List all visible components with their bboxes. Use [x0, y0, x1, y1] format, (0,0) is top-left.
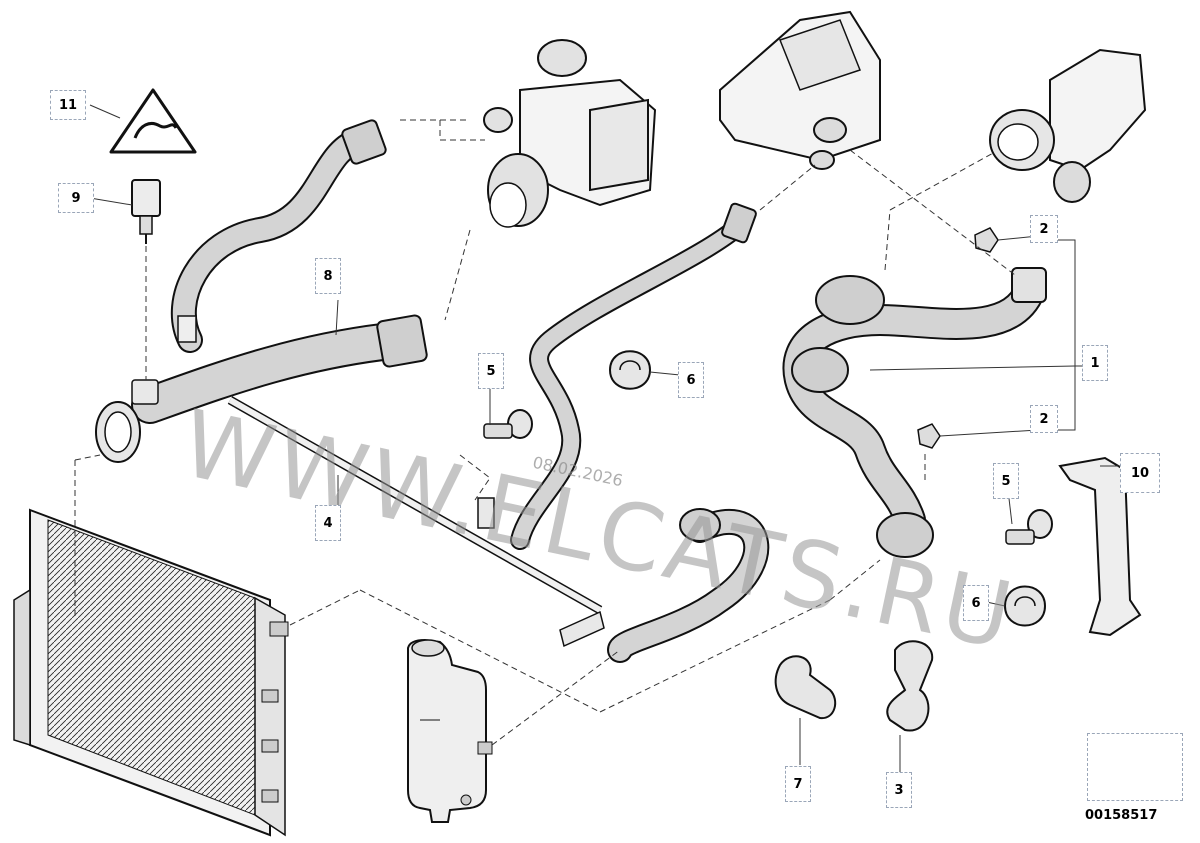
callout-1[interactable]: 1 — [1082, 345, 1108, 381]
diagram-id: 00158517 — [1085, 808, 1158, 823]
clamp-6-right[interactable] — [1003, 585, 1047, 627]
hose-1[interactable] — [782, 267, 1047, 558]
callout-4[interactable]: 4 — [315, 505, 341, 541]
warning-label-11[interactable] — [109, 88, 197, 154]
callout-5a[interactable]: 5 — [478, 353, 504, 389]
sensor-9[interactable] — [131, 179, 161, 244]
callout-6b[interactable]: 6 — [963, 585, 989, 621]
pipe-4[interactable] — [227, 396, 605, 648]
clip-5-right[interactable] — [1005, 509, 1053, 545]
outlet-connector[interactable] — [989, 48, 1147, 203]
callout-10[interactable]: 10 — [1120, 453, 1160, 493]
callout-2b[interactable]: 2 — [1030, 405, 1058, 433]
callout-8[interactable]: 8 — [315, 258, 341, 294]
callout-6a[interactable]: 6 — [678, 362, 704, 398]
callout-2a[interactable]: 2 — [1030, 215, 1058, 243]
screw-2-top[interactable] — [974, 227, 999, 253]
callout-3[interactable]: 3 — [886, 772, 912, 808]
screw-2-bottom[interactable] — [917, 423, 941, 449]
thermostat-housing[interactable] — [483, 39, 657, 228]
holder-7[interactable] — [774, 655, 837, 720]
callout-5b[interactable]: 5 — [993, 463, 1019, 499]
callout-9[interactable]: 9 — [58, 183, 94, 213]
hose-8[interactable] — [95, 119, 428, 463]
water-pump[interactable] — [719, 10, 881, 170]
radiator[interactable] — [13, 508, 289, 837]
holder-3[interactable] — [886, 640, 934, 732]
center-hose[interactable] — [510, 202, 770, 663]
clip-5-left[interactable] — [483, 409, 533, 439]
callout-7[interactable]: 7 — [785, 766, 811, 802]
clamp-6-left[interactable] — [608, 350, 652, 390]
expansion-tank[interactable] — [407, 638, 493, 823]
callout-11[interactable]: 11 — [50, 90, 86, 120]
diagram-id-box — [1087, 733, 1183, 801]
